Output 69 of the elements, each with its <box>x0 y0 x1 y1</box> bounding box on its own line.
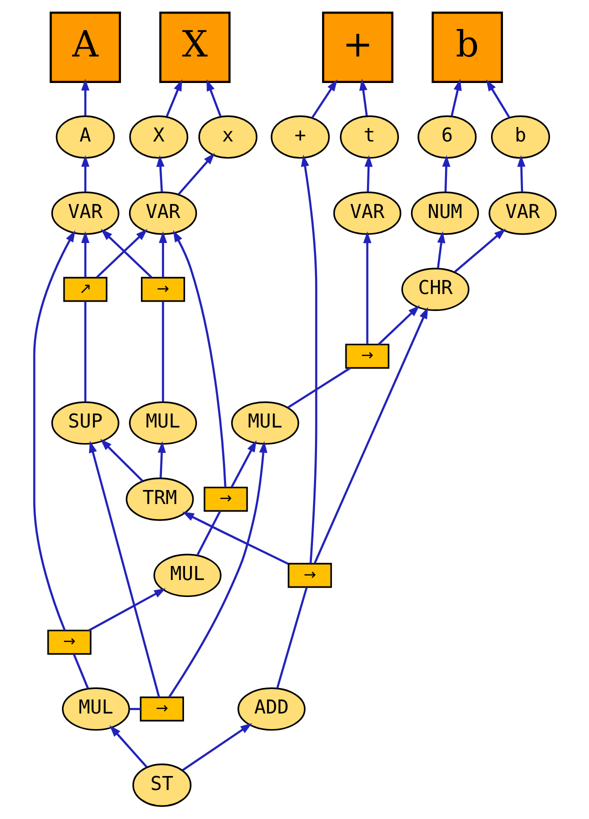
arrow <box>165 79 182 117</box>
node-box: X <box>158 12 230 83</box>
arrow <box>377 305 420 346</box>
node-ellipse: VAR <box>332 192 401 235</box>
arrow <box>168 440 267 698</box>
arrow <box>100 438 143 482</box>
connector <box>276 587 308 689</box>
node-ellipse: x <box>198 115 257 159</box>
connector <box>161 301 164 402</box>
node-ellipse: b <box>490 115 550 159</box>
node-box: → <box>139 696 184 722</box>
node-ellipse: MUL <box>230 401 299 445</box>
arrow <box>364 155 372 192</box>
arrow <box>177 152 214 195</box>
node-ellipse: ST <box>132 764 191 807</box>
arrow <box>516 155 525 192</box>
node-box: ↗ <box>62 276 107 302</box>
arrow <box>450 78 462 116</box>
arrow <box>80 78 89 116</box>
node-ellipse: MUL <box>128 401 197 445</box>
node-ellipse: + <box>270 115 330 159</box>
node-ellipse: MUL <box>61 687 130 731</box>
arrow <box>362 231 371 344</box>
arrow <box>80 231 89 278</box>
arrow <box>454 228 506 273</box>
node-ellipse: VAR <box>488 192 556 235</box>
connector <box>84 301 86 402</box>
connector <box>196 510 221 556</box>
node-box: A <box>49 12 120 83</box>
arrow <box>156 155 164 192</box>
arrow <box>158 231 167 278</box>
node-ellipse: 6 <box>417 115 476 159</box>
arrow <box>436 231 445 268</box>
arrow <box>157 441 166 478</box>
arrow <box>181 723 252 772</box>
node-box: → <box>287 562 332 588</box>
arrow <box>486 79 510 118</box>
node-ellipse: A <box>55 115 114 159</box>
node-ellipse: VAR <box>50 192 119 235</box>
connector <box>286 367 350 408</box>
node-ellipse: SUP <box>50 401 119 445</box>
arrow <box>109 725 147 768</box>
connector <box>72 654 88 689</box>
node-box: → <box>203 486 248 512</box>
node-box: + <box>322 12 393 83</box>
arrow <box>88 440 160 698</box>
node-box: b <box>431 12 502 83</box>
arrow <box>182 512 288 565</box>
arrow <box>300 154 317 564</box>
arrow <box>442 155 450 192</box>
node-ellipse: t <box>339 115 398 159</box>
arrow <box>358 78 368 116</box>
node-box: → <box>344 344 389 369</box>
arrow <box>230 440 256 488</box>
arrow <box>88 588 166 632</box>
arrow <box>80 155 89 192</box>
node-ellipse: ADD <box>237 687 306 731</box>
node-ellipse: VAR <box>128 192 197 235</box>
node-ellipse: X <box>128 115 188 159</box>
node-box: → <box>46 630 91 655</box>
node-ellipse: CHR <box>400 268 469 312</box>
arrow <box>313 307 428 564</box>
arrow <box>32 230 75 631</box>
arrow <box>206 79 222 117</box>
node-ellipse: NUM <box>410 192 478 235</box>
arrow <box>310 79 337 118</box>
connector <box>128 708 140 710</box>
arrow <box>172 230 226 488</box>
node-box: → <box>140 276 185 302</box>
